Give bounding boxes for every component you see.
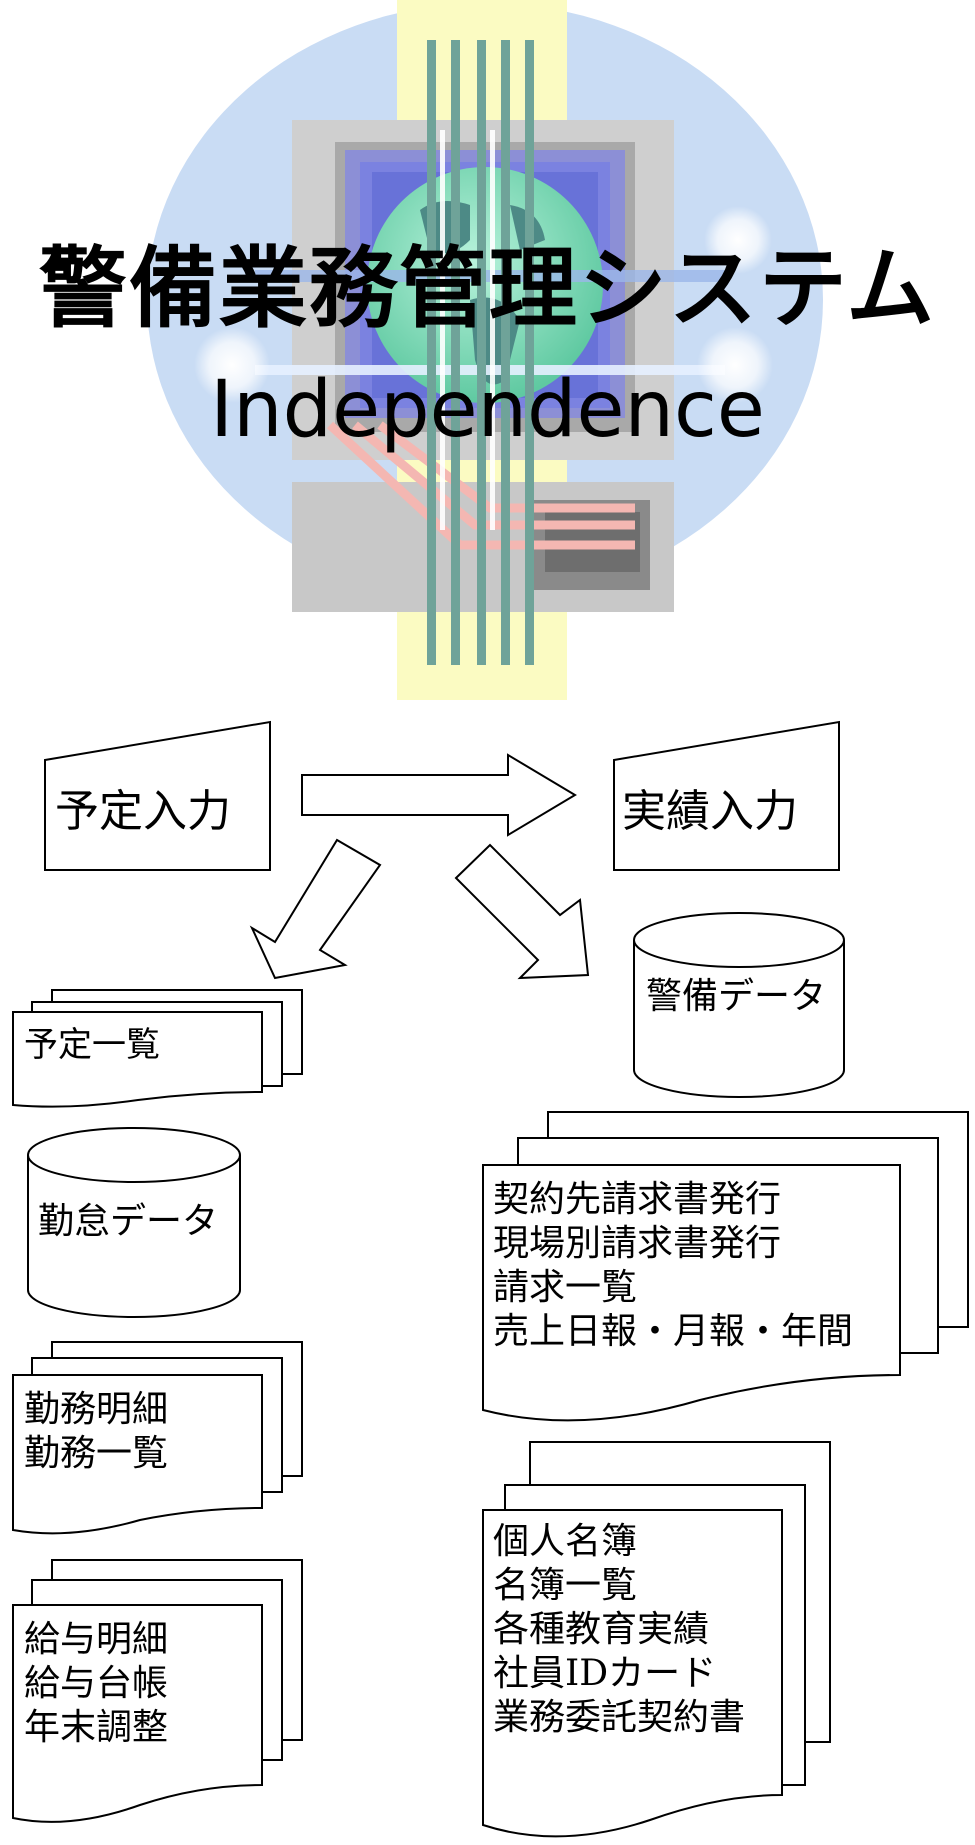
list-item: 社員IDカード — [493, 1652, 717, 1694]
list-item: 給与台帳 — [24, 1662, 169, 1704]
schedule-input-shape — [44, 720, 271, 871]
list-item: 契約先請求書発行 — [493, 1179, 782, 1220]
arrow-down-left-icon — [249, 838, 382, 980]
personnel-reports-text: 個人名簿 名簿一覧 各種教育実績 社員IDカード 業務委託契約書 — [493, 1520, 745, 1740]
work-reports-doc — [12, 1341, 303, 1535]
billing-reports-text: 契約先請求書発行 現場別請求書発行 請求一覧 売上日報・月報・年間 — [493, 1178, 853, 1354]
security-data-db — [633, 912, 845, 1098]
schedule-list-doc — [12, 989, 303, 1108]
list-item: 現場別請求書発行 — [493, 1222, 782, 1264]
work-reports-text: 勤務明細 勤務一覧 — [24, 1388, 168, 1476]
attendance-data-label: 勤怠データ — [38, 1201, 219, 1242]
personnel-reports-doc — [482, 1441, 831, 1838]
list-item: 給与明細 — [24, 1619, 169, 1660]
actual-input-label: 実績入力 — [622, 786, 798, 837]
schedule-list-label: 予定一覧 — [24, 1025, 160, 1065]
security-data-label: 警備データ — [646, 976, 827, 1017]
list-item: 名簿一覧 — [493, 1564, 638, 1606]
list-item: 勤務明細 — [24, 1389, 169, 1430]
page-title: 警備業務管理システム — [38, 237, 937, 340]
page-subtitle: Independence — [210, 365, 765, 455]
list-item: 売上日報・月報・年間 — [493, 1310, 854, 1352]
list-item: 各種教育実績 — [493, 1608, 710, 1650]
payroll-reports-doc — [12, 1559, 303, 1823]
list-item: 業務委託契約書 — [493, 1696, 746, 1738]
list-item: 請求一覧 — [493, 1266, 638, 1308]
arrow-right-icon — [301, 753, 577, 837]
payroll-reports-text: 給与明細 給与台帳 年末調整 — [24, 1618, 168, 1750]
actual-input-shape — [613, 720, 840, 871]
attendance-data-db — [27, 1127, 241, 1318]
computer-globe-clipart — [147, 0, 823, 700]
list-item: 個人名簿 — [493, 1521, 638, 1562]
schedule-input-label: 予定入力 — [55, 786, 231, 837]
billing-reports-doc — [482, 1111, 969, 1422]
list-item: 勤務一覧 — [24, 1432, 169, 1474]
arrow-down-right-icon — [454, 843, 590, 980]
list-item: 年末調整 — [24, 1706, 169, 1748]
